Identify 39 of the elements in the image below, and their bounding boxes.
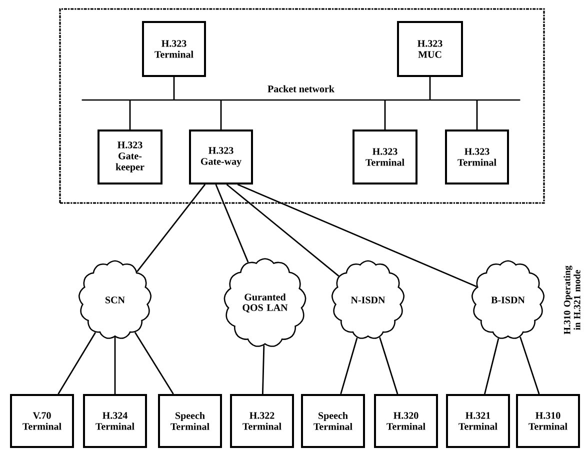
device-box: H.323 Gate-way	[189, 130, 253, 184]
connector-line	[134, 332, 174, 394]
connector-line	[136, 184, 206, 272]
connector-line	[340, 338, 358, 394]
connector-line	[58, 332, 96, 394]
network-cloud: B-ISDN	[472, 260, 544, 339]
device-box: H.323 Terminal	[445, 130, 509, 184]
device-box: H.323 Gate-keeper	[98, 130, 162, 184]
connector-line	[262, 345, 265, 394]
network-cloud: Guranted QOS LAN	[224, 258, 306, 347]
connector-line	[429, 77, 431, 100]
connector-line	[215, 184, 249, 262]
device-box: H.323 MUC	[397, 21, 463, 77]
connector-line	[520, 336, 540, 394]
rotated-note: H.310 Operating in H.321 mode	[564, 266, 580, 334]
connector-line	[237, 184, 477, 288]
network-cloud: N-ISDN	[332, 260, 405, 339]
connector-line	[220, 100, 222, 130]
connector-line	[129, 100, 131, 130]
device-box: Speech Terminal	[301, 394, 365, 448]
device-box: H.324 Terminal	[83, 394, 147, 448]
connector-line	[484, 338, 500, 394]
device-box: Speech Terminal	[158, 394, 222, 448]
device-box: H.323 Terminal	[352, 130, 418, 184]
connector-line	[476, 100, 478, 130]
connector-line	[226, 184, 340, 277]
connector-line	[173, 77, 175, 100]
device-box: H.321 Terminal	[446, 394, 510, 448]
device-box: V.70 Terminal	[10, 394, 74, 448]
connector-line	[114, 336, 116, 394]
device-box: H.310 Terminal	[516, 394, 580, 448]
network-cloud: SCN	[78, 260, 152, 339]
device-box: H.323 Terminal	[142, 21, 206, 77]
connector-line	[379, 337, 398, 394]
network-bus: Packet network	[82, 85, 520, 101]
device-box: H.320 Terminal	[374, 394, 438, 448]
connector-line	[384, 100, 386, 130]
device-box: H.322 Terminal	[230, 394, 294, 448]
network-boundary	[59, 8, 545, 204]
